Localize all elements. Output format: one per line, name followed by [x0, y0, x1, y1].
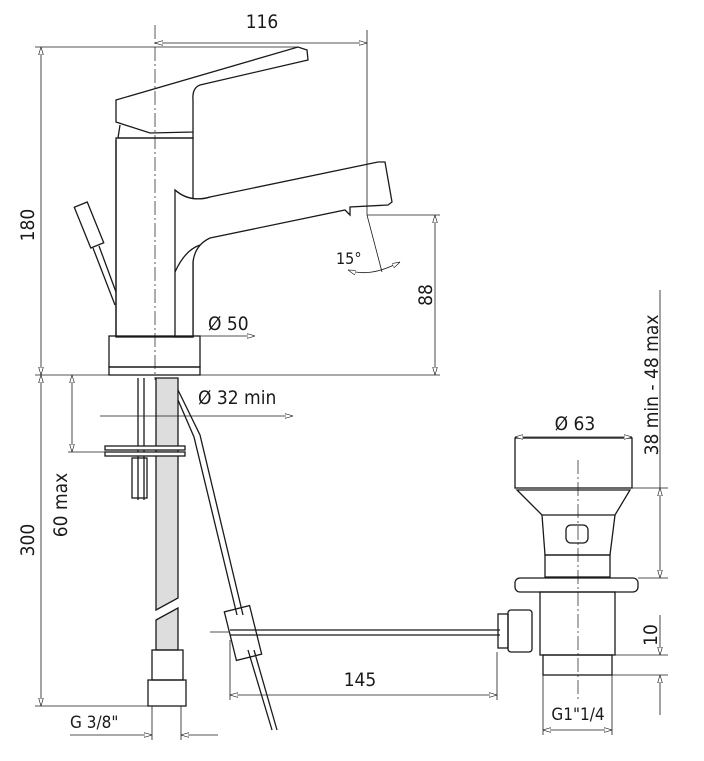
waste-slot: [565, 524, 589, 544]
dim-hole-diameter: Ø 32 min: [198, 387, 276, 409]
dim-waste-height: 38 min - 48 max: [641, 315, 663, 456]
dim-waste-thread: G1"1/4: [551, 705, 604, 725]
washer: [104, 445, 186, 451]
dim-hose-thread: G 3/8": [70, 713, 118, 733]
base-plate: [108, 366, 201, 376]
dim-spout-height: 88: [415, 284, 437, 306]
dim-body-diameter: Ø 50: [208, 313, 249, 335]
waste-tail: [542, 654, 613, 676]
faucet: [73, 46, 393, 376]
supply-hose: [131, 377, 187, 707]
dim-hose-length: 300: [17, 524, 39, 557]
dim-total-height: 180: [17, 209, 39, 242]
pop-up-linkage: [177, 389, 500, 731]
dim-waste-diameter: Ø 63: [555, 413, 596, 435]
dim-waste-thread-length: 10: [640, 624, 662, 646]
dim-spout-angle: 15°: [336, 249, 362, 268]
lever-handle: [115, 46, 309, 134]
faucet-base: [108, 335, 201, 368]
pop-up-waste: [497, 437, 639, 676]
rod-nut: [507, 609, 533, 653]
waste-plug: [514, 437, 633, 489]
dim-rod-length: 145: [344, 669, 377, 691]
dim-deck-thickness: 60 max: [50, 473, 72, 537]
hose-nut: [147, 679, 187, 707]
hose-fitting: [151, 649, 184, 681]
waste-flange: [514, 577, 639, 593]
dim-spout-reach: 116: [246, 11, 279, 33]
pop-up-knob: [73, 201, 105, 249]
threaded-stud: [131, 457, 148, 499]
